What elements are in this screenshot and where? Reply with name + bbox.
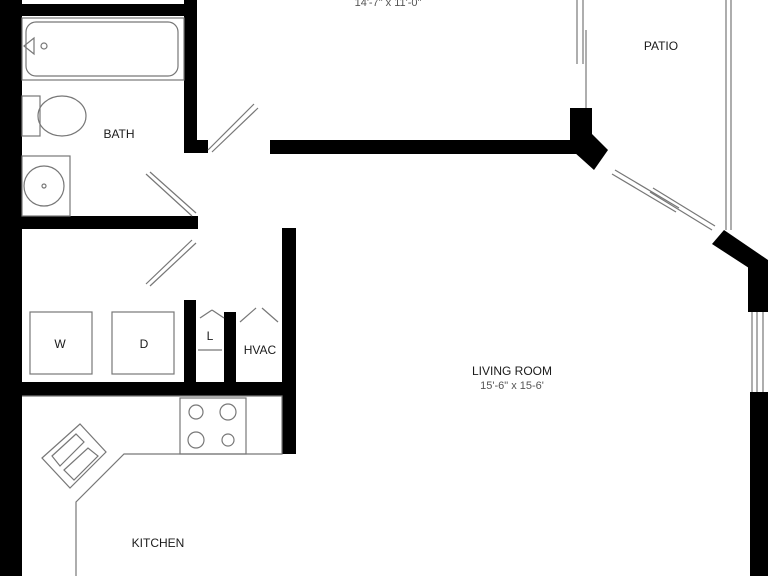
patio-column-angle — [574, 134, 608, 170]
washer — [29, 311, 93, 375]
hvac-door-1 — [239, 307, 257, 323]
bedroom-door — [207, 103, 255, 151]
bath-fixtures — [21, 17, 185, 217]
tub-outer — [21, 17, 185, 81]
slider-panel-2b — [652, 187, 716, 227]
burner-4 — [221, 433, 235, 447]
counter-edge — [22, 395, 283, 576]
laundry-fixtures — [29, 311, 222, 375]
windows — [576, 0, 764, 392]
doors — [145, 103, 279, 323]
vanity — [21, 155, 71, 217]
burner-1 — [188, 404, 204, 420]
slider-panel-1 — [611, 173, 677, 213]
linen-door-2 — [211, 309, 225, 319]
living-top-wall — [270, 140, 582, 154]
right-wall-lower — [750, 392, 768, 576]
washer-label: W — [54, 337, 66, 351]
toilet-tank — [21, 95, 41, 137]
left-exterior-wall — [0, 0, 22, 576]
sink-basin — [23, 165, 65, 207]
labels: 14'-7" x 11'-0" PATIO BATH W D L HVAC LI… — [54, 0, 678, 550]
toilet-bowl — [37, 95, 87, 137]
kitchen-label: KITCHEN — [132, 536, 185, 550]
laundry-right-wall — [184, 300, 196, 384]
patio-label: PATIO — [644, 39, 678, 53]
bath-door — [145, 173, 193, 217]
laundry-door-b — [149, 242, 197, 287]
kitchen-sink — [41, 423, 107, 489]
burner-2 — [219, 403, 237, 421]
dryer — [111, 311, 175, 375]
bath-door-jamb — [184, 140, 208, 153]
living-room-label: LIVING ROOM — [472, 364, 552, 378]
dryer-label: D — [140, 337, 149, 351]
bath-right-wall — [184, 0, 197, 152]
sink-drain-icon — [41, 183, 47, 189]
bath-bottom-wall — [0, 216, 198, 229]
tub-faucet-icon — [23, 36, 35, 56]
bath-top-wall — [0, 4, 196, 16]
top-room-dims: 14'-7" x 11'-0" — [355, 0, 422, 9]
laundry-bottom-wall — [0, 382, 296, 396]
hvac-right-wall — [282, 228, 296, 454]
bath-label: BATH — [103, 127, 134, 141]
bathtub — [25, 21, 179, 77]
laundry-door — [145, 239, 193, 285]
living-room-dims: 15'-6" x 15-6' — [480, 380, 544, 392]
burner-3 — [187, 431, 205, 449]
slider-panel-2 — [649, 191, 713, 231]
linen-label: L — [207, 329, 214, 343]
right-wall-upper — [748, 262, 768, 312]
kitchen-fixtures — [22, 395, 283, 576]
hvac-door-2 — [261, 307, 279, 323]
bath-door-b — [149, 171, 197, 214]
sink-bowl-2 — [63, 447, 99, 481]
hvac-label: HVAC — [244, 343, 277, 357]
linen-door-1 — [199, 309, 213, 319]
bedroom-door-b — [211, 107, 259, 153]
linen-right-wall — [224, 312, 236, 384]
slider-panel-1b — [614, 169, 680, 209]
sink-bowl-1 — [51, 433, 85, 467]
tub-drain-icon — [40, 42, 48, 50]
